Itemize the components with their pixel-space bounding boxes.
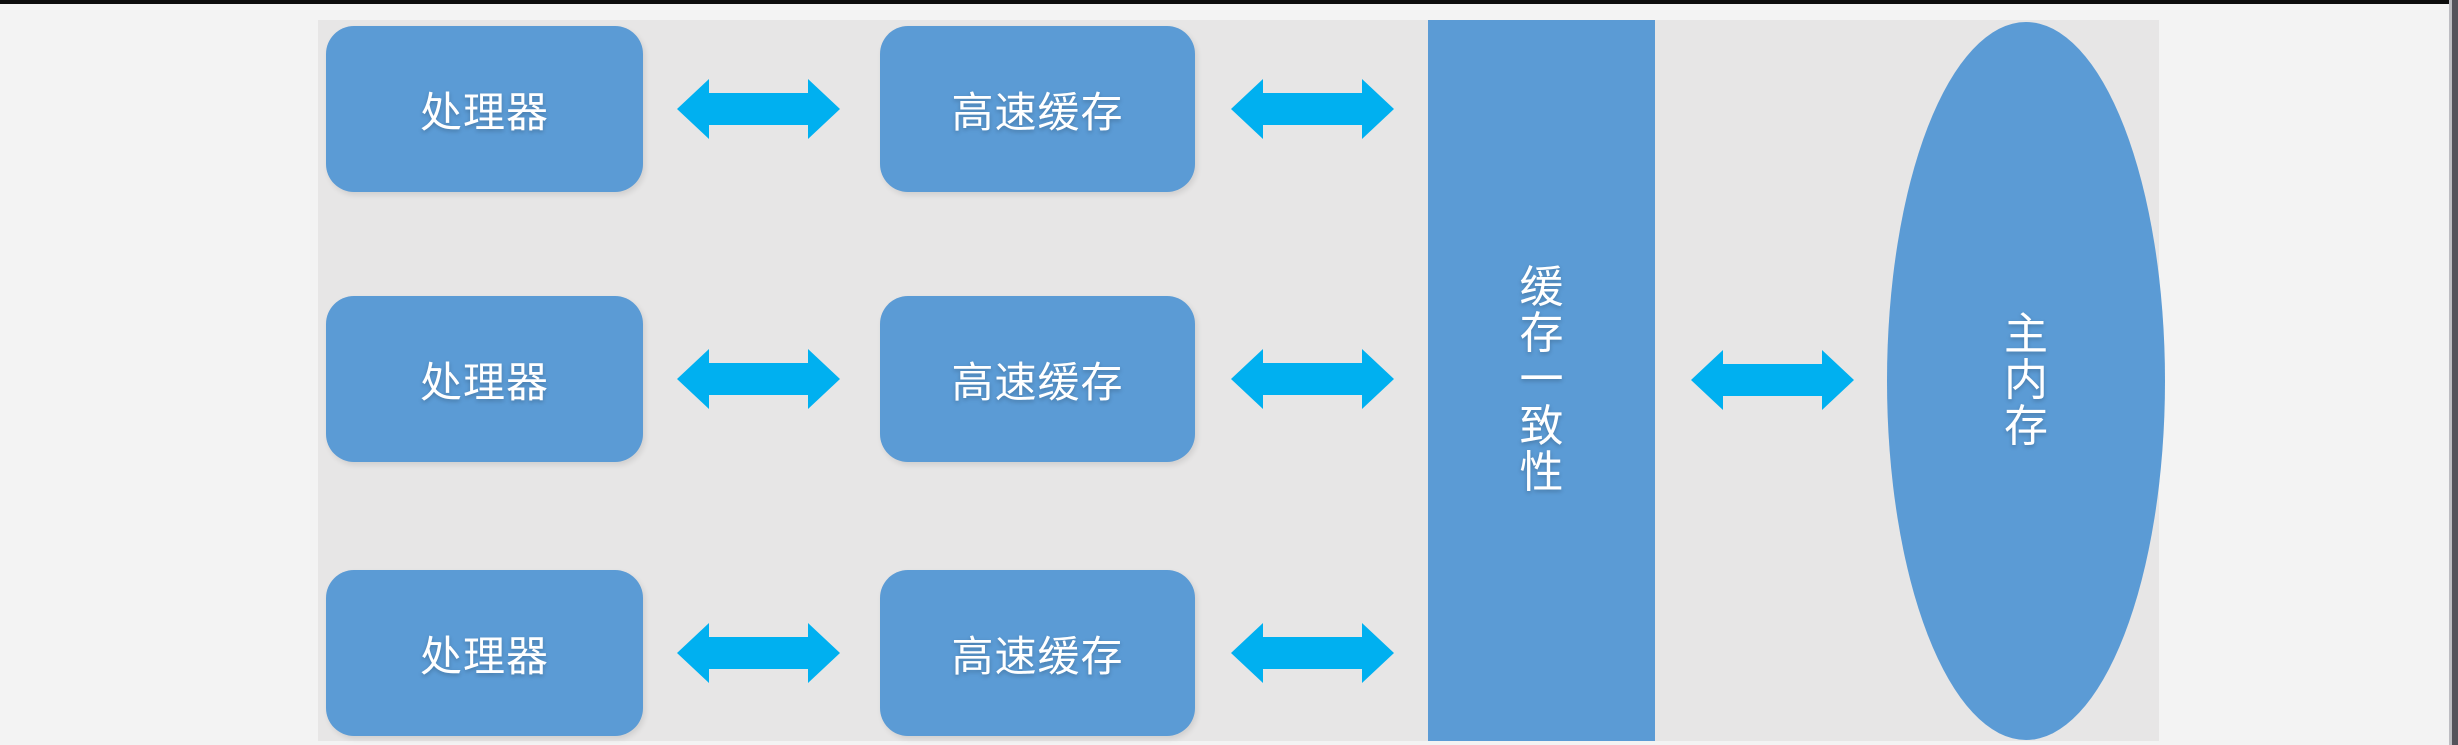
- diagram-panel: 处理器 高速缓存 处理器 高速缓存: [318, 20, 2165, 741]
- top-border-bar: [0, 0, 2458, 4]
- cache-node-2: 高速缓存: [880, 296, 1195, 462]
- processor-node-2: 处理器: [326, 296, 643, 462]
- double-arrow-icon: [1231, 79, 1394, 139]
- window-edge-highlight: [2449, 0, 2452, 745]
- processor-node-3: 处理器: [326, 570, 643, 736]
- processor-label: 处理器: [419, 357, 549, 407]
- double-arrow-icon: [1691, 350, 1854, 410]
- cache-label: 高速缓存: [951, 357, 1124, 407]
- processor-label: 处理器: [419, 631, 549, 681]
- double-arrow-icon: [677, 79, 840, 139]
- double-arrow-icon: [677, 623, 840, 683]
- cache-coherence-label: 缓存一致性: [1519, 262, 1564, 498]
- cache-coherence-bar: 缓存一致性: [1428, 20, 1655, 741]
- main-memory-ellipse: 主内存: [1887, 22, 2165, 740]
- double-arrow-icon: [677, 349, 840, 409]
- double-arrow-icon: [1231, 349, 1394, 409]
- processor-node-1: 处理器: [326, 26, 643, 192]
- main-memory-label: 主内存: [2004, 308, 2048, 453]
- double-arrow-icon: [1231, 623, 1394, 683]
- cache-label: 高速缓存: [951, 631, 1124, 681]
- cache-node-3: 高速缓存: [880, 570, 1195, 736]
- processor-label: 处理器: [419, 87, 549, 137]
- window-edge-strip: [2452, 0, 2458, 745]
- cache-label: 高速缓存: [951, 87, 1124, 137]
- cache-node-1: 高速缓存: [880, 26, 1195, 192]
